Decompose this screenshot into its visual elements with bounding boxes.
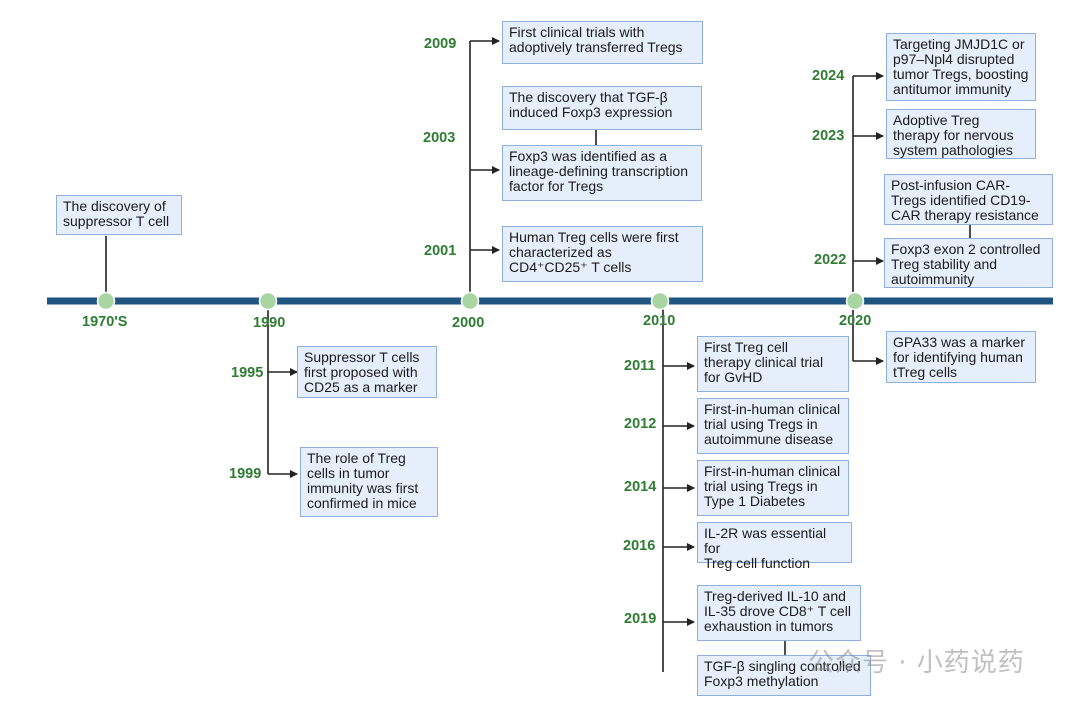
decade-1990: 1990 [253,315,286,331]
event-box-2001: Human Treg cells were first characterize… [502,226,703,282]
year-2011: 2011 [624,358,656,374]
event-box-2024: Targeting JMJD1C or p97–Npl4 disrupted t… [886,33,1036,101]
event-box-2022-foxp3: Foxp3 exon 2 controlled Treg stability a… [884,238,1053,288]
event-box-2011: First Treg cell therapy clinical trial f… [697,336,849,392]
event-box-2019-il10: Treg-derived IL-10 and IL-35 drove CD8⁺ … [697,585,861,641]
node-1970s [96,291,116,311]
decade-2000: 2000 [452,315,485,331]
event-box-2023: Adoptive Treg therapy for nervous system… [886,109,1036,159]
year-2016: 2016 [623,538,656,554]
node-2010 [650,291,670,311]
node-1990 [258,291,278,311]
year-2019: 2019 [624,611,657,627]
event-box-2009: First clinical trials with adoptively tr… [502,21,703,64]
year-2022: 2022 [814,252,847,268]
node-2020 [845,291,865,311]
year-2001: 2001 [424,243,457,259]
year-2003: 2003 [423,130,456,146]
event-box-1970s: The discovery of suppressor T cell [56,195,182,235]
event-box-2012: First-in-human clinical trial using Treg… [697,398,849,454]
year-2023: 2023 [812,128,845,144]
event-box-2003-foxp3: Foxp3 was identified as a lineage-defini… [502,145,702,201]
event-box-2014: First-in-human clinical trial using Treg… [697,460,849,516]
year-1995: 1995 [231,365,264,381]
event-box-2016: IL-2R was essential for Treg cell functi… [697,522,852,571]
year-2014: 2014 [624,479,657,495]
node-2000 [460,291,480,311]
decade-2020: 2020 [839,313,872,329]
decade-1970s: 1970'S [82,314,128,330]
year-2009: 2009 [424,36,457,52]
decade-2010: 2010 [643,313,676,329]
event-box-2022-car: Post-infusion CAR- Tregs identified CD19… [884,174,1053,225]
event-box-1999: The role of Treg cells in tumor immunity… [300,447,438,517]
watermark-text: 公众号 · 小药说药 [808,648,1025,678]
year-2024: 2024 [812,68,845,84]
event-box-2020: GPA33 was a marker for identifying human… [886,331,1036,383]
event-box-2003-tgf: The discovery that TGF-β induced Foxp3 e… [502,86,702,130]
event-box-2019-tgf: TGF-β singling controlled Foxp3 methylat… [697,655,871,696]
event-box-1995: Suppressor T cells first proposed with C… [297,346,437,398]
year-1999: 1999 [229,466,262,482]
year-2012: 2012 [624,416,657,432]
